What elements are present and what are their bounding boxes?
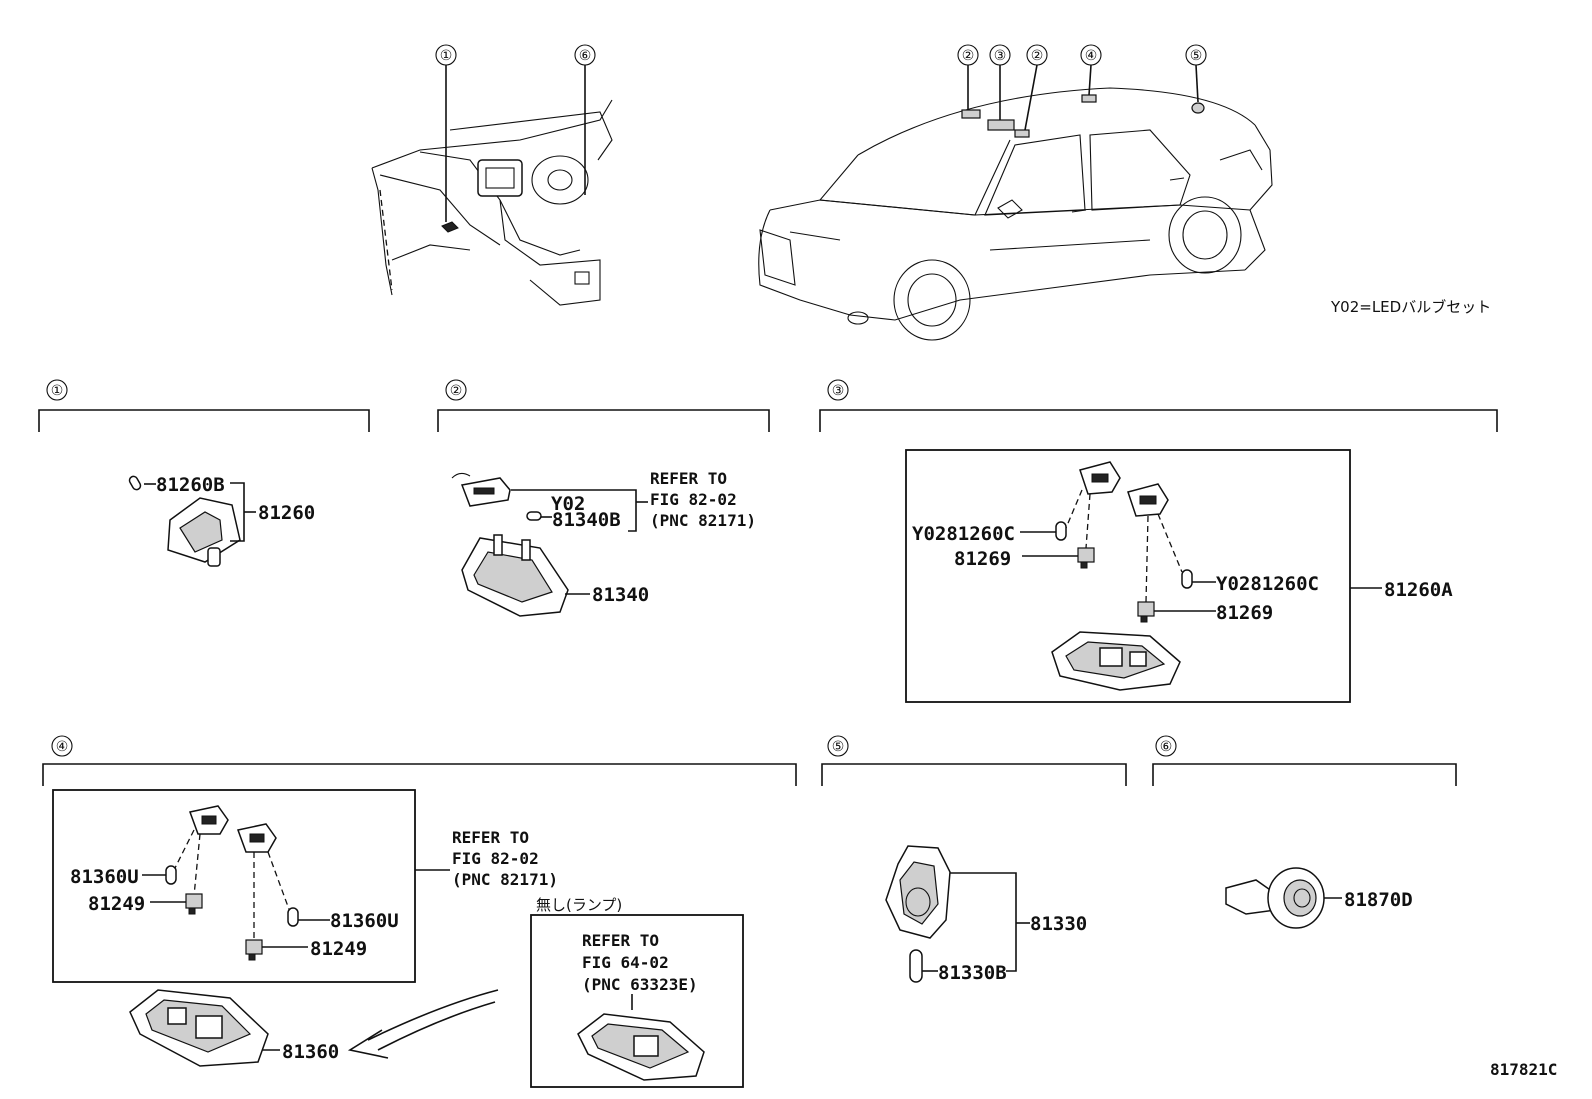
s4-refer-line-2: FIG 82-02 xyxy=(452,849,539,868)
section-1-marker: ① xyxy=(51,383,64,399)
section-5: ⑤ 81330 81330B xyxy=(821,735,1127,984)
socket-4-left-icon xyxy=(185,893,203,915)
part-81330b: 81330B xyxy=(938,962,1007,984)
socket-4-right-icon xyxy=(245,939,263,961)
section-6: ⑥ 81870D xyxy=(1152,735,1457,929)
socket-right-icon xyxy=(1137,601,1155,623)
section-2: ② Y02 81340B REFER TO FIG 82-02 (PNC 821… xyxy=(437,379,770,617)
callout-1-dash: ① xyxy=(440,48,453,64)
car-callouts: ② ③ ② ④ ⑤ xyxy=(957,44,1207,131)
callout-3-car: ③ xyxy=(994,48,1007,64)
lamp-81260a-icon xyxy=(1051,631,1181,691)
section-4: ④ 81360U 81249 81360U xyxy=(42,735,797,1088)
variant-y02: Y02 xyxy=(551,493,585,515)
led-module-y02-icon xyxy=(451,472,511,507)
part-81260: 81260 xyxy=(258,502,315,524)
part-81360: 81360 xyxy=(282,1041,339,1063)
part-81260a: 81260A xyxy=(1384,579,1453,601)
lamp-81360-icon xyxy=(129,989,269,1067)
bulb-81260b-icon xyxy=(128,475,142,491)
lamp-81870d-icon xyxy=(1225,867,1325,929)
callout-5-car: ⑤ xyxy=(1190,48,1203,64)
socket-left-icon xyxy=(1077,547,1095,569)
part-81360u-left: 81360U xyxy=(70,866,139,888)
section-4-marker: ④ xyxy=(56,739,69,755)
callout-4-car: ④ xyxy=(1085,48,1098,64)
led-board-4-left-icon xyxy=(189,805,229,835)
dash-callouts: ① ⑥ xyxy=(435,44,596,222)
replacement-arrow-icon xyxy=(347,989,499,1059)
section-3-marker: ③ xyxy=(832,383,845,399)
callout-2a-car: ② xyxy=(962,48,975,64)
s2-refer-line-2: FIG 82-02 xyxy=(650,490,737,509)
bulb-right-icon xyxy=(1181,569,1193,589)
part-81870d: 81870D xyxy=(1344,889,1413,911)
lamp-81330-icon xyxy=(885,845,951,939)
part-81260b: 81260B xyxy=(156,474,225,496)
section-6-marker: ⑥ xyxy=(1160,739,1173,755)
section-1: ① 81260B 81260 xyxy=(38,379,370,567)
part-81340b: 81340B xyxy=(552,509,621,531)
part-81330: 81330 xyxy=(1030,913,1087,935)
s2-refer-line-1: REFER TO xyxy=(650,469,727,488)
part-y0281260c-right: Y0281260C xyxy=(1216,573,1319,595)
callout-2b-car: ② xyxy=(1031,48,1044,64)
car-illustration xyxy=(758,87,1273,341)
lamp-81340-icon xyxy=(461,534,569,617)
bulb-81340b-icon xyxy=(526,511,542,521)
bulb-left-icon xyxy=(1055,521,1067,541)
bulb-4-left-icon xyxy=(165,865,177,885)
s4-refer-line-1: REFER TO xyxy=(452,828,529,847)
s2-refer-line-3: (PNC 82171) xyxy=(650,511,756,530)
alt-caption: 無し(ランプ) xyxy=(536,896,622,914)
s4-refer-line-3: (PNC 82171) xyxy=(452,870,558,889)
section-3: ③ Y0281260C 81269 Y0281260C xyxy=(819,379,1498,703)
part-81249-left: 81249 xyxy=(88,893,145,915)
part-81269-right: 81269 xyxy=(1216,602,1273,624)
led-board-left-icon xyxy=(1079,461,1121,495)
alt-refer-line-3: (PNC 63323E) xyxy=(582,975,698,994)
alt-refer-line-1: REFER TO xyxy=(582,931,659,950)
section-5-marker: ⑤ xyxy=(832,739,845,755)
led-board-4-right-icon xyxy=(237,823,277,853)
lamp-81260-icon xyxy=(167,497,241,567)
part-y0281260c-left: Y0281260C xyxy=(912,523,1015,545)
section-2-marker: ② xyxy=(450,383,463,399)
part-81269-left: 81269 xyxy=(954,548,1011,570)
led-board-right-icon xyxy=(1127,483,1169,517)
alt-lamp-icon xyxy=(577,1013,705,1081)
bulb-4-right-icon xyxy=(287,907,299,927)
part-81249-right: 81249 xyxy=(310,938,367,960)
figure-id: 817821C xyxy=(1490,1060,1557,1079)
part-81340: 81340 xyxy=(592,584,649,606)
bulb-81330b-icon xyxy=(909,949,923,983)
callout-6-dash: ⑥ xyxy=(579,48,592,64)
legend-note: Y02=LEDバルブセット xyxy=(1330,298,1491,316)
dashboard-illustration xyxy=(371,99,613,306)
part-81360u-right: 81360U xyxy=(330,910,399,932)
alt-refer-line-2: FIG 64-02 xyxy=(582,953,669,972)
